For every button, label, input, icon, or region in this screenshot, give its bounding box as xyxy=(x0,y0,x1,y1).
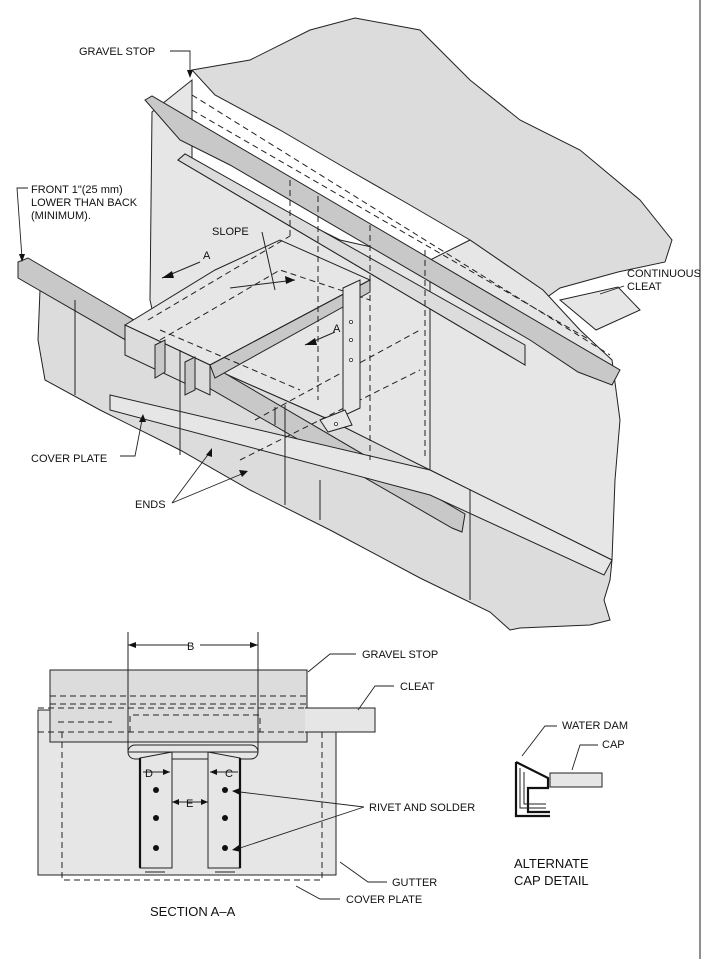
section-labels: B D C E GRAVEL STOP CLEAT RIVET AND SOLD… xyxy=(145,641,475,919)
dim-e: E xyxy=(186,798,193,810)
cleat-section xyxy=(305,707,376,733)
strap-iso xyxy=(342,279,361,417)
section-a-a xyxy=(37,632,376,881)
cover-plate-side xyxy=(209,279,371,379)
rivet xyxy=(153,845,159,851)
label-gutter: GUTTER xyxy=(392,877,437,889)
slope-arrow xyxy=(285,276,295,284)
rivet xyxy=(222,845,228,851)
label-rivet-solder: RIVET AND SOLDER xyxy=(369,802,475,814)
isometric-labels: GRAVEL STOP FRONT 1"(25 mm) LOWER THAN B… xyxy=(16,46,701,511)
dim-b: B xyxy=(187,641,194,653)
label-water-dam: WATER DAM xyxy=(562,720,628,732)
label-ends: ENDS xyxy=(135,499,166,511)
label-slope: SLOPE xyxy=(212,226,249,238)
gravel-stop-flange xyxy=(144,95,621,386)
end-piece-2 xyxy=(184,356,196,396)
label-section-a-right: A xyxy=(333,323,341,335)
section-title: SECTION A–A xyxy=(150,904,236,919)
alternate-cap-detail: WATER DAM CAP ALTERNATE CAP DETAIL xyxy=(514,720,628,888)
label-front-note-2: LOWER THAN BACK xyxy=(31,197,138,209)
rivet xyxy=(222,815,228,821)
label-front-note-1: FRONT 1"(25 mm) xyxy=(31,184,123,196)
label-front-note-3: (MINIMUM). xyxy=(31,210,91,222)
label-cleat-iso: CLEAT xyxy=(627,281,662,293)
section-arrow-right xyxy=(305,338,317,345)
cap-piece xyxy=(549,772,603,788)
label-section-a-left: A xyxy=(203,250,211,262)
rivet xyxy=(222,787,228,793)
dim-d: D xyxy=(145,768,153,780)
section-arrow-left xyxy=(162,271,174,278)
roof-deck xyxy=(191,17,673,301)
label-cleat-section: CLEAT xyxy=(400,681,435,693)
isometric-view xyxy=(17,17,673,631)
strap-foot xyxy=(319,409,353,433)
label-cover-plate-top: COVER PLATE xyxy=(31,453,107,465)
hidden-lines xyxy=(147,94,611,461)
label-gravel-stop-top: GRAVEL STOP xyxy=(79,46,155,58)
end-piece-1 xyxy=(154,339,166,379)
dim-c: C xyxy=(225,768,233,780)
label-cap: CAP xyxy=(602,739,625,751)
label-continuous: CONTINUOUS xyxy=(627,268,701,280)
gravel-stop-section xyxy=(49,669,308,743)
continuous-cleat xyxy=(558,286,641,331)
gutter-bottom xyxy=(109,394,613,576)
gravel-stop-lip xyxy=(177,153,526,366)
label-alternate: ALTERNATE xyxy=(514,856,589,871)
label-gravel-stop-section: GRAVEL STOP xyxy=(362,649,438,661)
label-cap-detail: CAP DETAIL xyxy=(514,873,589,888)
rivet xyxy=(153,787,159,793)
rivet xyxy=(153,815,159,821)
label-cover-plate-section: COVER PLATE xyxy=(346,894,422,906)
